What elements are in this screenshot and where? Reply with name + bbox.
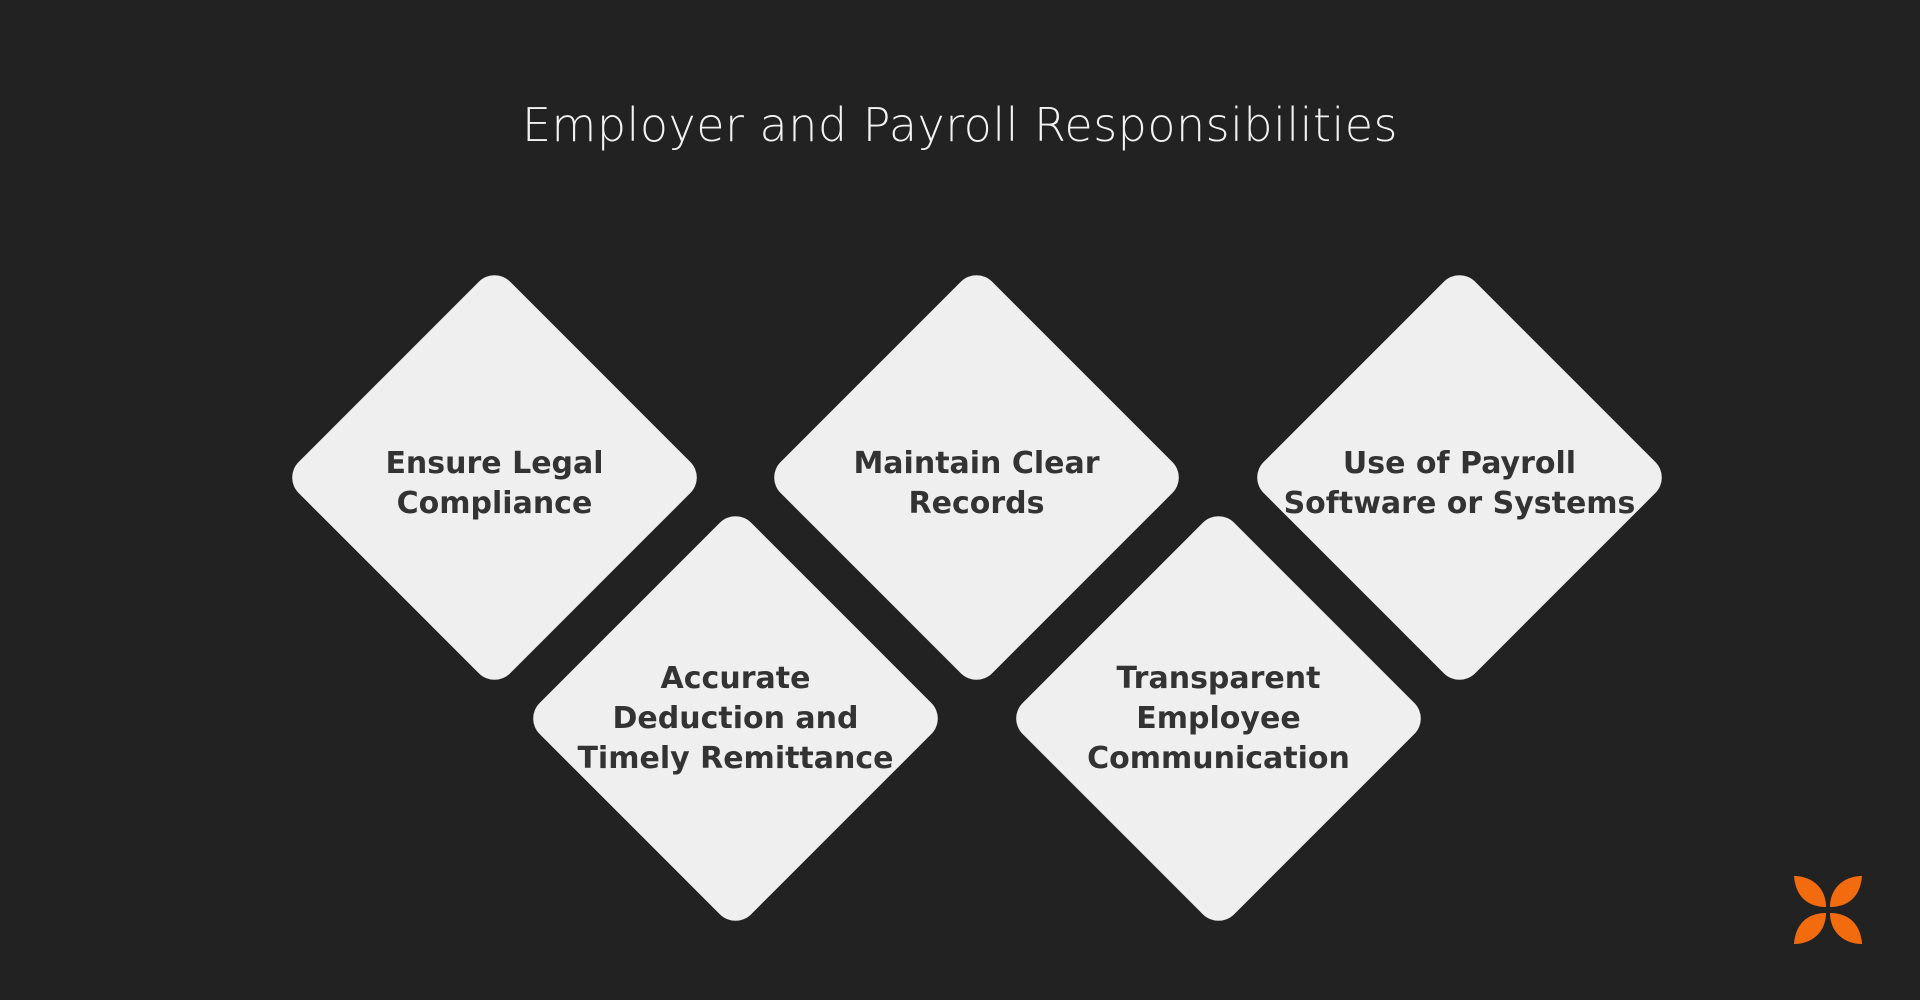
diamond-label: Transparent Employee Communication [1087, 660, 1350, 776]
diamond-label: Ensure Legal Compliance [385, 445, 604, 521]
logo-wing-bottom-left [1794, 913, 1826, 944]
diamond-transparent-communication: Transparent Employee Communication [1007, 507, 1430, 930]
diamond-maintain-clear-records: Maintain Clear Records [765, 266, 1188, 689]
diamond-label: Accurate Deduction and Timely Remittance [577, 660, 894, 776]
diamond-label: Maintain Clear Records [853, 445, 1100, 521]
diamond-use-of-payroll-software: Use of Payroll Software or Systems [1248, 266, 1671, 689]
logo-wing-bottom-right [1830, 913, 1862, 944]
diagram-title: Employer and Payroll Responsibilities [521, 98, 1399, 152]
diamond-ensure-legal-compliance: Ensure Legal Compliance [283, 266, 706, 689]
diamond-accurate-deduction: Accurate Deduction and Timely Remittance [524, 507, 947, 930]
diamond-label: Use of Payroll Software or Systems [1283, 445, 1636, 521]
logo-wing-top-right [1830, 876, 1862, 907]
logo-wing-top-left [1794, 876, 1826, 907]
butterfly-logo-icon [1794, 876, 1862, 944]
